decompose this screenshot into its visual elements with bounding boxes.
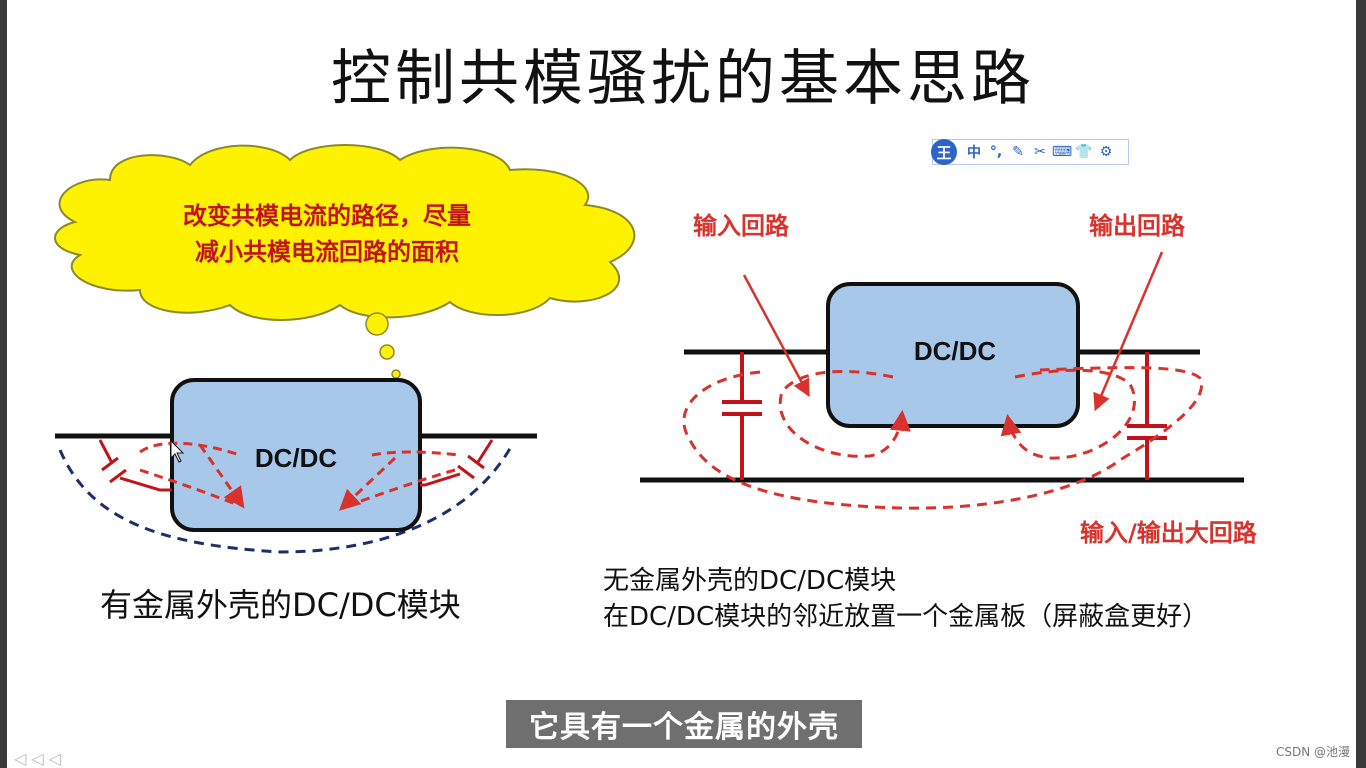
- cloud-note-line1: 改变共模电流的路径，尽量: [183, 202, 471, 230]
- ime-scissors-icon[interactable]: ✂: [1034, 144, 1046, 160]
- video-subtitle: 它具有一个金属的外壳: [506, 700, 862, 748]
- left-caption: 有金属外壳的DC/DC模块: [100, 586, 461, 624]
- input-loop-pointer: [742, 274, 810, 398]
- left-module-label: DC/DC: [255, 443, 338, 473]
- right-capacitor: [420, 439, 494, 487]
- left-capacitor: [98, 439, 172, 492]
- big-loop-label: 输入/输出大回路: [1080, 519, 1258, 547]
- right-caption: 无金属外壳的DC/DC模块 在DC/DC模块的邻近放置一个金属板（屏蔽盒更好）: [603, 563, 1208, 635]
- right-dcdc-module: [826, 282, 1080, 428]
- mouse-cursor-icon: [170, 439, 185, 463]
- output-capacitor: [1127, 352, 1167, 480]
- cloud-note-line2: 减小共模电流回路的面积: [195, 238, 459, 266]
- ime-logo-icon[interactable]: 王: [931, 139, 957, 165]
- left-diagram: DC/DC: [55, 378, 537, 554]
- ime-settings-icon[interactable]: ⚙: [1099, 144, 1113, 160]
- output-loop-pointer: [1093, 251, 1164, 412]
- ime-skin-icon[interactable]: 👕: [1075, 144, 1093, 160]
- thought-cloud: 改变共模电流的路径，尽量 减小共模电流回路的面积: [54, 144, 636, 379]
- player-controls-icon[interactable]: ◁ ◁ ◁: [14, 749, 62, 768]
- right-module-label: DC/DC: [914, 336, 997, 366]
- output-loop-path: [1000, 368, 1137, 460]
- ime-mode-toggle[interactable]: 中: [967, 145, 981, 161]
- left-window-edge: [0, 0, 7, 768]
- slide-title: 控制共模骚扰的基本思路: [331, 44, 1035, 114]
- input-loop-path: [778, 370, 911, 458]
- output-loop-label: 输出回路: [1089, 212, 1186, 240]
- input-loop-label: 输入回路: [693, 212, 790, 240]
- shield-return-path: [58, 444, 514, 554]
- right-caption-line1: 无金属外壳的DC/DC模块: [603, 566, 897, 596]
- right-caption-line2: 在DC/DC模块的邻近放置一个金属板（屏蔽盒更好）: [603, 602, 1209, 632]
- ime-punctuation-icon[interactable]: °,: [989, 144, 1003, 160]
- right-window-edge: [1356, 0, 1366, 768]
- ime-pen-icon[interactable]: ✎: [1012, 144, 1024, 160]
- big-loop-path: [682, 366, 1203, 510]
- ime-keyboard-icon[interactable]: ⌨: [1051, 144, 1073, 160]
- ime-toolbar[interactable]: 王 中 °, ✎ ✂ ⌨ 👕 ⚙: [931, 139, 1129, 165]
- watermark: CSDN @池漫: [1275, 745, 1350, 759]
- right-diagram: DC/DC 输入回路 输出回路 输入/输出大回路: [640, 212, 1258, 547]
